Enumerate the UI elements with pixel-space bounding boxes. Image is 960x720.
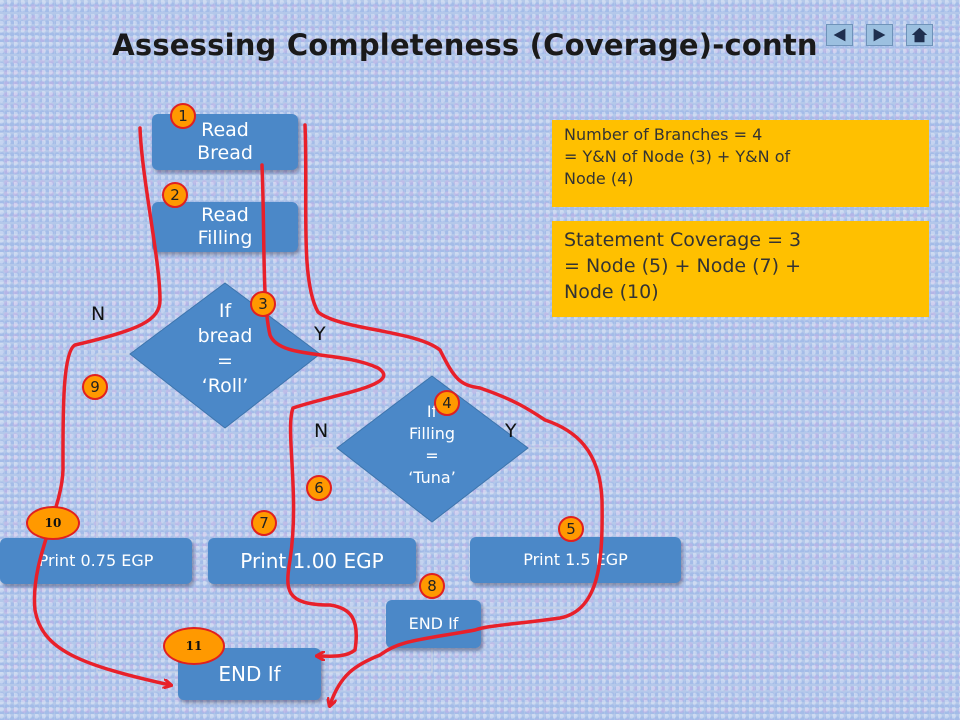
decision-bread-diamond (129, 282, 321, 429)
node-badge-11: 11 (163, 627, 225, 665)
read-filling-box: Read Filling (152, 202, 298, 252)
previous-slide-button[interactable] (826, 24, 853, 46)
branch-label-n-filling: N (314, 420, 329, 442)
node-badge-2: 2 (162, 182, 188, 208)
decision-filling-line-1: If (426, 402, 438, 421)
statement-coverage-box: Statement Coverage = 3 = Node (5) + Node… (552, 221, 929, 317)
read-filling-label: Read Filling (197, 204, 253, 249)
node-badge-10: 10 (26, 506, 80, 540)
next-slide-button[interactable] (866, 24, 893, 46)
statement-info-line-1: Statement Coverage = 3 (564, 229, 802, 251)
decision-filling-line-2: Filling (408, 424, 456, 443)
end-if-inner-box: END If (386, 600, 481, 648)
read-bread-label: Read Bread (197, 119, 253, 164)
print-075-box: Print 0.75 EGP (0, 538, 192, 584)
statement-info-line-3: Node (10) (564, 281, 659, 303)
decision-bread-line-2: bread (197, 325, 253, 347)
branch-label-y-bread: Y (314, 323, 326, 345)
coverage-path-y-y-filling (303, 123, 604, 705)
print-100-label: Print 1.00 EGP (240, 549, 384, 573)
decision-filling-diamond (336, 375, 529, 523)
decision-bread-line-4: ‘Roll’ (201, 375, 249, 397)
home-icon (911, 27, 928, 43)
end-if-outer-label: END If (218, 662, 281, 686)
print-100-box: Print 1.00 EGP (208, 538, 416, 584)
node-badge-9: 9 (82, 374, 108, 400)
triangle-right-icon (873, 28, 886, 42)
branches-info-line-1: Number of Branches = 4 (564, 125, 763, 144)
node-badge-4: 4 (434, 390, 460, 416)
node-badge-6: 6 (306, 475, 332, 501)
end-if-inner-label: END If (408, 614, 459, 634)
node-badge-8: 8 (419, 573, 445, 599)
decision-filling-line-4: ‘Tuna’ (408, 468, 456, 487)
branches-info-line-2: = Y&N of Node (3) + Y&N of (564, 147, 791, 166)
coverage-path-n-bread (32, 126, 170, 685)
statement-info-line-2: = Node (5) + Node (7) + (564, 255, 801, 277)
node-badge-3: 3 (250, 291, 276, 317)
slide-title: Assessing Completeness (Coverage)-contn (112, 28, 818, 62)
decision-bread-line-1: If (218, 300, 232, 322)
branches-info-line-3: Node (4) (564, 169, 634, 188)
node-badge-1: 1 (170, 103, 196, 129)
node-badge-5: 5 (558, 516, 584, 542)
decision-filling-text: If Filling = ‘Tuna’ (392, 401, 472, 489)
home-button[interactable] (906, 24, 933, 46)
node-badge-7: 7 (251, 510, 277, 536)
decision-bread-line-3: = (217, 350, 233, 372)
triangle-left-icon (833, 28, 846, 42)
decision-bread-text: If bread = ‘Roll’ (175, 299, 275, 399)
branch-label-y-filling: Y (505, 420, 517, 442)
decision-filling-line-3: = (425, 446, 439, 465)
coverage-path-y-n-filling (260, 163, 386, 656)
branches-info-box: Number of Branches = 4 = Y&N of Node (3)… (552, 120, 929, 207)
print-075-label: Print 0.75 EGP (38, 551, 154, 571)
branch-label-n-bread: N (91, 303, 106, 325)
